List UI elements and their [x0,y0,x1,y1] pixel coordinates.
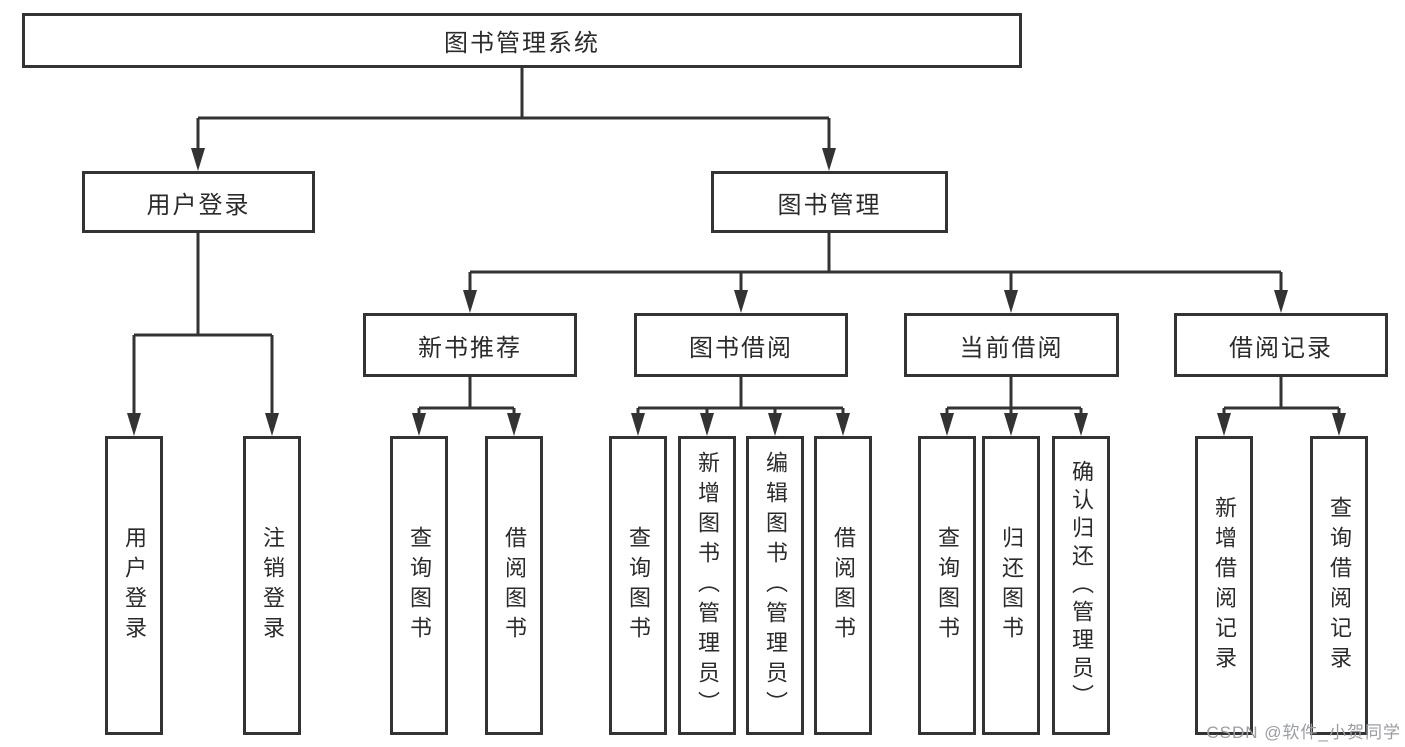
node-label: 图书管理系统 [444,30,600,57]
leaf-label: 注销登录 [260,525,285,646]
leaf-borrow-books-recommend: 借阅图书 [485,436,543,735]
leaf-label: 查询图书 [626,525,651,646]
csdn-watermark: CSDN @软件_小贺同学 [1206,723,1401,742]
leaf-borrow-books: 借阅图书 [814,436,872,735]
node-label: 图书管理 [777,191,882,219]
node-new-book-recommend: 新书推荐 [363,313,577,377]
leaf-return-books: 归还图书 [982,436,1040,735]
node-label: 当前借阅 [959,334,1064,362]
leaf-logout: 注销登录 [243,436,301,735]
node-library-management-system: 图书管理系统 [22,13,1022,68]
node-book-borrowing: 图书借阅 [634,313,848,377]
leaf-confirm-return-admin: 确认归还（管理员） [1052,436,1110,735]
leaf-label: 归还图书 [999,525,1024,646]
leaf-label: 编辑图书（管理员） [763,450,788,721]
leaf-query-books-recommend: 查询图书 [390,436,448,735]
leaf-label: 查询图书 [935,525,960,646]
tree-edges [132,68,1341,415]
leaf-edit-books-admin: 编辑图书（管理员） [746,436,804,735]
leaf-label: 查询图书 [407,525,432,646]
node-label: 用户登录 [146,191,251,219]
leaf-label: 用户登录 [122,525,147,646]
leaf-label: 新增图书（管理员） [695,450,720,721]
node-current-borrowing: 当前借阅 [904,313,1119,377]
node-label: 图书借阅 [689,334,793,362]
leaf-label: 新增借阅记录 [1212,495,1237,676]
leaf-user-login: 用户登录 [105,436,163,735]
node-borrowing-records: 借阅记录 [1174,313,1388,377]
leaf-label: 确认归还（管理员） [1069,459,1094,712]
leaf-add-borrow-record: 新增借阅记录 [1195,436,1253,735]
leaf-label: 查询借阅记录 [1327,495,1352,676]
leaf-label: 借阅图书 [502,525,527,646]
node-label: 借阅记录 [1229,334,1333,362]
node-label: 新书推荐 [418,334,522,362]
node-user-login-branch: 用户登录 [82,171,315,233]
leaf-query-books-borrowing: 查询图书 [609,436,667,735]
leaf-label: 借阅图书 [831,525,856,646]
leaf-query-borrow-record: 查询借阅记录 [1310,436,1368,735]
leaf-add-books-admin: 新增图书（管理员） [678,436,736,735]
node-book-management-branch: 图书管理 [711,171,948,233]
leaf-query-books-current: 查询图书 [918,436,976,735]
